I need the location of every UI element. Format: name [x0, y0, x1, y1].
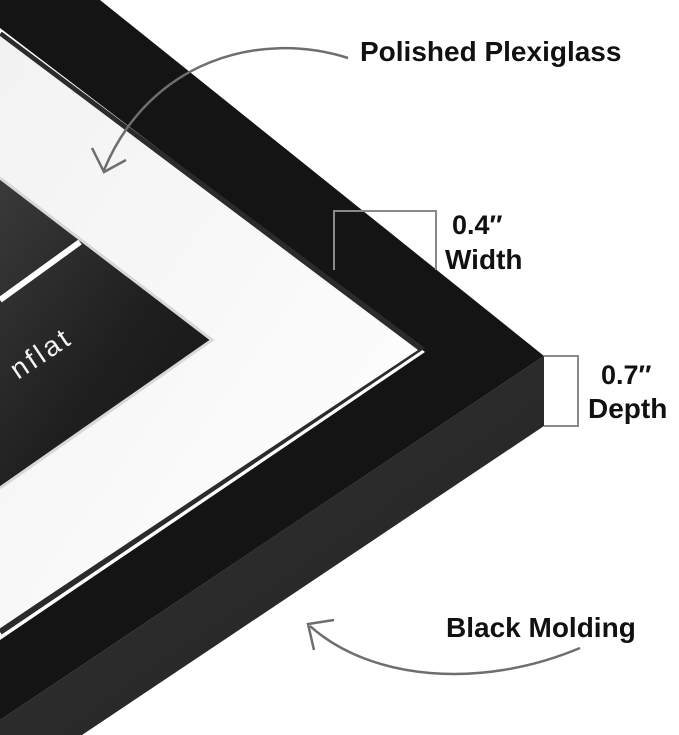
label-depth-value: 0.7″ — [601, 360, 652, 390]
frame-side-depth — [0, 356, 544, 735]
label-black-molding: Black Molding — [446, 612, 636, 643]
white-mat — [0, 36, 418, 628]
label-width-value: 0.4″ — [452, 210, 503, 240]
label-width: Width — [445, 244, 523, 275]
arrow-plexiglass-head — [90, 147, 127, 174]
label-polished-plexiglass: Polished Plexiglass — [360, 36, 622, 67]
print-bevel — [0, 176, 215, 490]
frame-inner-bevel — [0, 31, 426, 635]
arrow-plexiglass-curve — [102, 46, 349, 171]
label-depth: Depth — [588, 393, 668, 424]
print-stripe — [0, 239, 82, 303]
arrow-molding-curve — [309, 625, 581, 676]
frame-front-molding — [0, 0, 544, 720]
arrow-molding-head — [306, 618, 335, 651]
width-callout-bracket — [333, 210, 437, 270]
artwork-print — [0, 178, 212, 488]
depth-callout-bracket — [544, 355, 579, 427]
